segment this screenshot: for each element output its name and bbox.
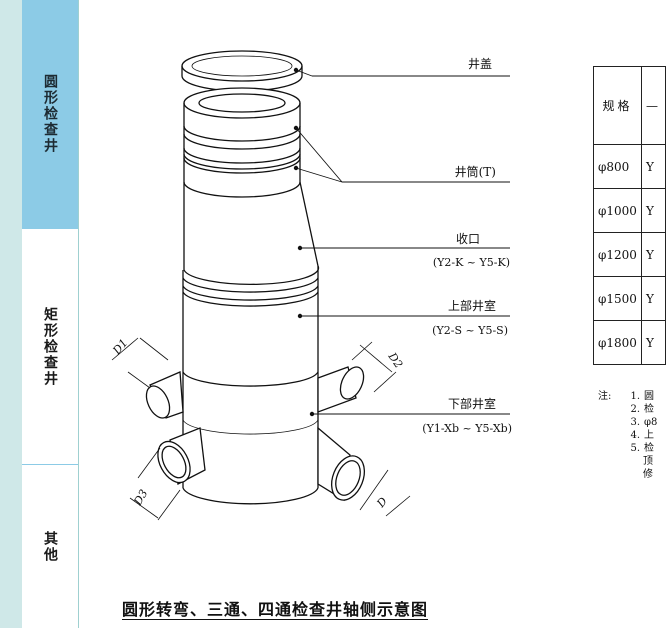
pipe-lower-right xyxy=(317,426,366,502)
tab-circular-manhole-label: 圆形检查井 xyxy=(42,74,58,154)
row-size: φ1200 xyxy=(593,232,642,277)
reducer-part xyxy=(183,181,320,286)
table-row: φ1800 Y xyxy=(593,320,666,365)
notes-lead: 注: xyxy=(598,391,612,402)
table-row: φ800 Y xyxy=(593,144,666,189)
note-item: 5.检 xyxy=(630,443,654,454)
table-header-tail: — xyxy=(640,66,666,145)
dim-d: D xyxy=(374,495,390,511)
table-row: φ1500 Y xyxy=(593,276,666,321)
label-reducer-code: (Y2-K ~ Y5-K) xyxy=(433,256,510,269)
spec-table: 规格 — φ800 Y φ1000 Y φ1200 Y φ1500 Y φ180… xyxy=(593,66,666,365)
row-size: φ1000 xyxy=(593,188,642,233)
dim-d2: D2 xyxy=(385,349,405,370)
row-size: φ1800 xyxy=(593,320,642,365)
note-item: 2.检 xyxy=(630,404,654,415)
label-lower-code: (Y1-Xb ~ Y5-Xb) xyxy=(422,422,512,435)
dim-d1: D1 xyxy=(110,336,131,357)
label-cover: 井盖 xyxy=(468,57,492,71)
left-gutter xyxy=(0,0,22,628)
tab-other-label: 其他 xyxy=(42,530,58,563)
row-size: φ1500 xyxy=(593,276,642,321)
part-labels: 井盖 井筒(T) 收口 (Y2-K ~ Y5-K) 上部井室 (Y2-S ~ Y… xyxy=(422,57,512,435)
label-shaft: 井筒(T) xyxy=(455,164,496,179)
table-row: φ1000 Y xyxy=(593,188,666,233)
row-size: φ800 xyxy=(593,144,642,189)
dim-d3: D3 xyxy=(131,487,151,508)
note-item: 3.φ8 xyxy=(630,417,658,428)
upper-chamber-part xyxy=(182,266,319,420)
table-header-row: 规格 — xyxy=(593,66,666,145)
note-continuation: 修 xyxy=(643,469,653,480)
label-lower-chamber: 下部井室 xyxy=(448,396,496,411)
shaft-part xyxy=(183,87,301,198)
dimension-lines xyxy=(111,337,411,521)
leader-lines xyxy=(295,69,510,415)
pipe-upper-left xyxy=(145,371,184,419)
tab-rectangular-manhole[interactable]: 矩形检查井 xyxy=(22,228,78,464)
manhole-isometric-drawing: D1 D2 D3 D 井盖 井筒(T) 收口 (Y2-K ~ Y5-K) 上部井… xyxy=(110,50,512,521)
note-item: 4.上 xyxy=(630,430,654,441)
row-tail: Y xyxy=(640,188,666,233)
row-tail: Y xyxy=(640,144,666,189)
pipe-lower-left xyxy=(157,427,206,485)
pipe-upper-right xyxy=(317,366,365,413)
tab-rectangular-manhole-label: 矩形检查井 xyxy=(42,306,58,387)
row-tail: Y xyxy=(640,232,666,277)
tab-other[interactable]: 其他 xyxy=(22,464,78,628)
table-row: φ1200 Y xyxy=(593,232,666,277)
label-reducer: 收口 xyxy=(456,232,480,246)
notes: 注:1.圆 2.检 3.φ8 4.上 5.检 顶 修 xyxy=(598,390,657,481)
label-upper-chamber: 上部井室 xyxy=(448,298,496,313)
row-tail: Y xyxy=(640,320,666,365)
note-item: 注:1.圆 xyxy=(598,391,654,402)
table-header-spec: 规格 xyxy=(593,66,642,145)
tab-circular-manhole[interactable]: 圆形检查井 xyxy=(22,0,78,228)
sidebar: 圆形检查井 矩形检查井 其他 xyxy=(22,0,79,628)
label-upper-code: (Y2-S ~ Y5-S) xyxy=(432,324,508,337)
drawing-caption: 圆形转弯、三通、四通检查井轴侧示意图 xyxy=(122,600,429,619)
cover-part xyxy=(181,50,303,92)
note-continuation: 顶 xyxy=(643,456,653,467)
row-tail: Y xyxy=(640,276,666,321)
leader-dots xyxy=(293,67,315,417)
